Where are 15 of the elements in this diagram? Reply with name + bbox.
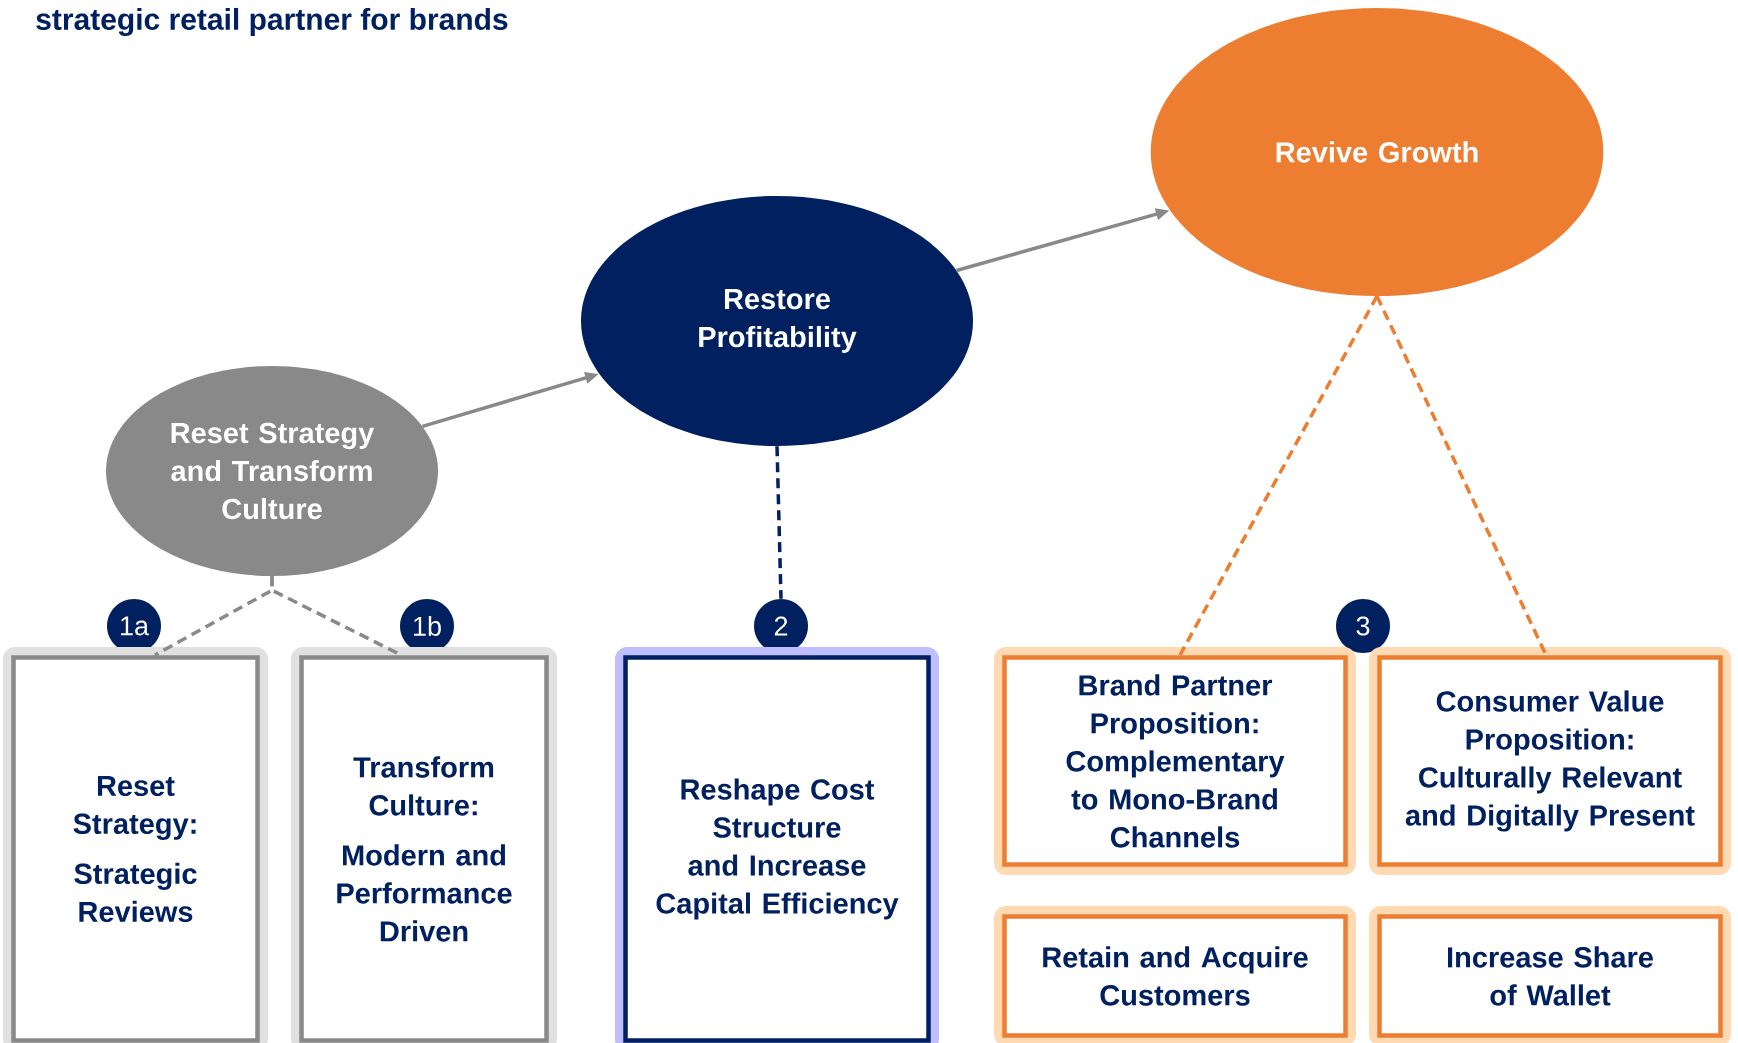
- initiative-box: Transform Culture: Modern and Performance Driven: [291, 647, 557, 1043]
- dashed-connector: [1375, 295, 1548, 656]
- initiative-box: Consumer Value Proposition: Culturally Relevant and Digitally Present: [1369, 647, 1731, 875]
- title: strategic retail partner for brands: [36, 7, 508, 37]
- number-badge: 2: [754, 599, 808, 653]
- initiative-box: Reset Strategy: Strategic Reviews: [3, 647, 268, 1043]
- number-badge: 1a: [107, 599, 161, 653]
- number-badge: 1b: [400, 599, 454, 653]
- initiative-box: Brand Partner Proposition: Complementary to Mono-Brand Channels: [994, 647, 1356, 875]
- initiative-box: Retain and Acquire Customers: [994, 906, 1356, 1043]
- dashed-connector: [775, 446, 783, 599]
- initiative-box: Increase Share of Wallet: [1369, 906, 1731, 1043]
- initiative-box: Reshape Cost Structure and Increase Capital Efficiency: [615, 647, 939, 1043]
- dashed-connector: [1178, 295, 1379, 656]
- number-badge: 3: [1336, 599, 1390, 653]
